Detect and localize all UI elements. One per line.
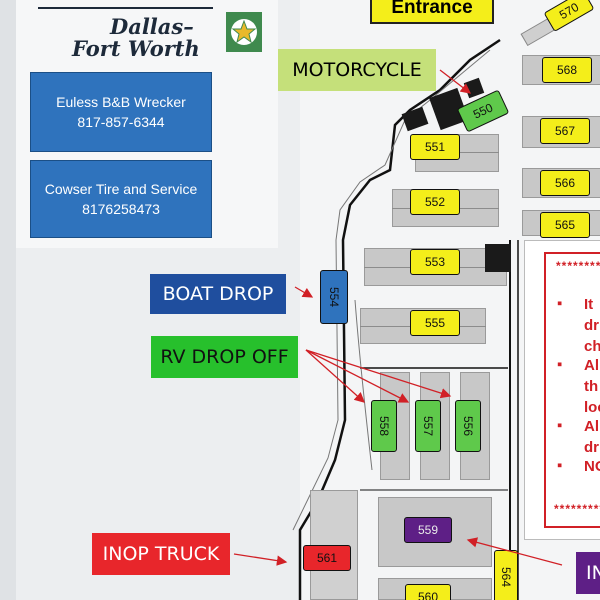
wrecker-name: Cowser Tire and Service — [44, 181, 198, 197]
notice-line: dr — [584, 317, 599, 334]
rv-drop-off-label: RV DROP OFF — [160, 346, 289, 368]
notice-line: All — [584, 418, 600, 435]
notice-bullet: ▪ — [557, 356, 563, 373]
wrecker-box-1: Euless B&B Wrecker 817-857-6344 — [30, 72, 212, 152]
arrow-rv-drop-off — [305, 349, 452, 403]
arrow-inop-truck — [233, 553, 288, 566]
entrance-label: Entrance — [391, 0, 473, 18]
lot-553: 553 — [410, 249, 460, 275]
motorcycle-label: MOTORCYCLE — [292, 59, 422, 81]
lot-557: 557 — [415, 400, 441, 452]
arrow-motorcycle — [439, 69, 472, 94]
lot-560: 560 — [405, 584, 451, 600]
notice-stars-bottom: ********* — [554, 502, 600, 516]
wrecker-box-2: Cowser Tire and Service 8176258473 — [30, 160, 212, 238]
notice-line: loc — [584, 399, 600, 416]
boat-drop-label: BOAT DROP — [162, 283, 274, 305]
star-logo-icon — [226, 12, 262, 52]
logo-text-line2: Fort Worth — [72, 36, 200, 61]
lot-566: 566 — [540, 170, 590, 196]
motorcycle-sign: MOTORCYCLE — [278, 49, 436, 91]
wrecker-phone: 8176258473 — [82, 201, 160, 217]
lot-565: 565 — [540, 212, 590, 238]
notice-border — [544, 252, 600, 528]
notice-line: All — [584, 357, 600, 374]
lot-556: 556 — [455, 400, 481, 452]
left-panel-edge — [0, 0, 16, 600]
wrecker-phone: 817-857-6344 — [77, 114, 165, 130]
lot-568: 568 — [542, 57, 592, 83]
inop-truck-label: INOP TRUCK — [102, 543, 220, 565]
logo-underline — [38, 7, 213, 9]
lot-564: 564 — [494, 550, 518, 600]
motorcycle-block — [485, 244, 511, 272]
notice-bullet: ▪ — [557, 295, 563, 312]
entrance-sign: Entrance — [370, 0, 494, 24]
arrow-boat-drop — [294, 286, 314, 298]
notice-stars-top: ******** — [556, 259, 600, 273]
wrecker-name: Euless B&B Wrecker — [56, 94, 186, 110]
notice-line: th — [584, 378, 599, 395]
notice-bullet: ▪ — [557, 417, 563, 434]
inop-partial-label: IN — [586, 562, 600, 584]
boat-drop-sign: BOAT DROP — [150, 274, 286, 314]
lot-559: 559 — [404, 517, 452, 543]
notice-panel — [524, 240, 600, 540]
lot-558: 558 — [371, 400, 397, 452]
lot-552: 552 — [410, 189, 460, 215]
rv-drop-off-sign: RV DROP OFF — [151, 336, 298, 378]
notice-line: dr — [584, 439, 599, 456]
inop-truck-sign: INOP TRUCK — [92, 533, 230, 575]
inop-partial-sign: IN — [576, 552, 600, 594]
lot-555: 555 — [410, 310, 460, 336]
lot-567: 567 — [540, 118, 590, 144]
lot-554: 554 — [320, 270, 348, 324]
notice-line: It — [584, 296, 594, 313]
arrow-inop-partial — [466, 537, 563, 566]
lot-551: 551 — [410, 134, 460, 160]
logo-text-line1: Dallas– — [110, 14, 194, 39]
notice-line: NO — [584, 458, 600, 475]
notice-line: ch — [584, 338, 600, 355]
lot-561: 561 — [303, 545, 351, 571]
notice-bullet: ▪ — [557, 457, 563, 474]
